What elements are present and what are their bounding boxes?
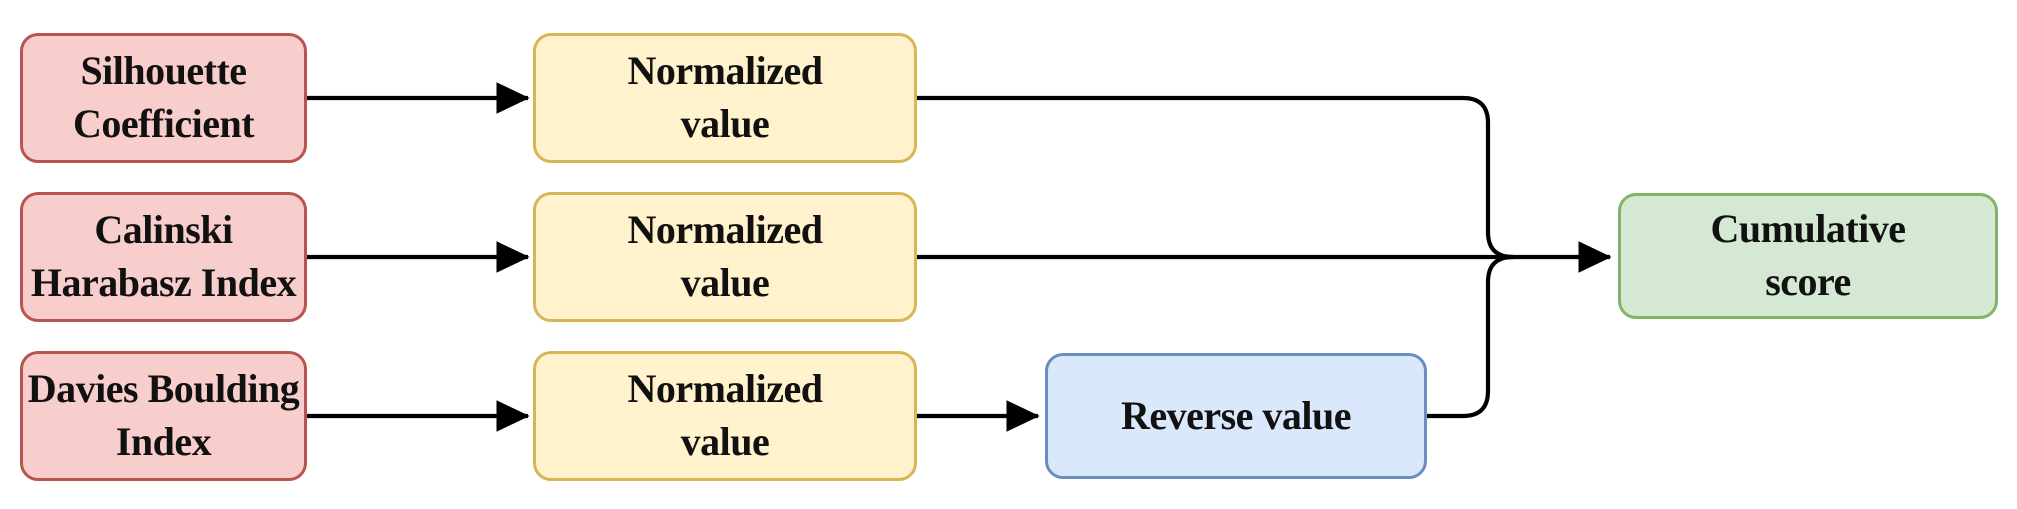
node-davies-boulding-index: Davies Boulding Index	[20, 351, 307, 481]
node-normalized-value-1: Normalized value	[533, 33, 917, 163]
node-normalized-value-2: Normalized value	[533, 192, 917, 322]
node-label: Cumulative score	[1710, 206, 1907, 304]
node-label: Reverse value	[1120, 392, 1352, 438]
node-normalized-value-3: Normalized value	[533, 351, 917, 481]
node-label: Calinski Harabasz Index	[30, 207, 297, 305]
node-cumulative-score: Cumulative score	[1618, 193, 1998, 319]
node-label: Silhouette Coefficient	[72, 48, 255, 146]
node-label: Normalized value	[627, 366, 823, 464]
node-label: Normalized value	[627, 48, 823, 146]
node-label: Davies Boulding Index	[27, 366, 300, 464]
node-label: Normalized value	[627, 207, 823, 305]
node-silhouette-coefficient: Silhouette Coefficient	[20, 33, 307, 163]
node-reverse-value: Reverse value	[1045, 353, 1427, 479]
edge-reverse-to-cumulative	[1427, 254, 1514, 419]
edge-normalized1-to-cumulative	[917, 95, 1514, 260]
node-calinski-harabasz-index: Calinski Harabasz Index	[20, 192, 307, 322]
